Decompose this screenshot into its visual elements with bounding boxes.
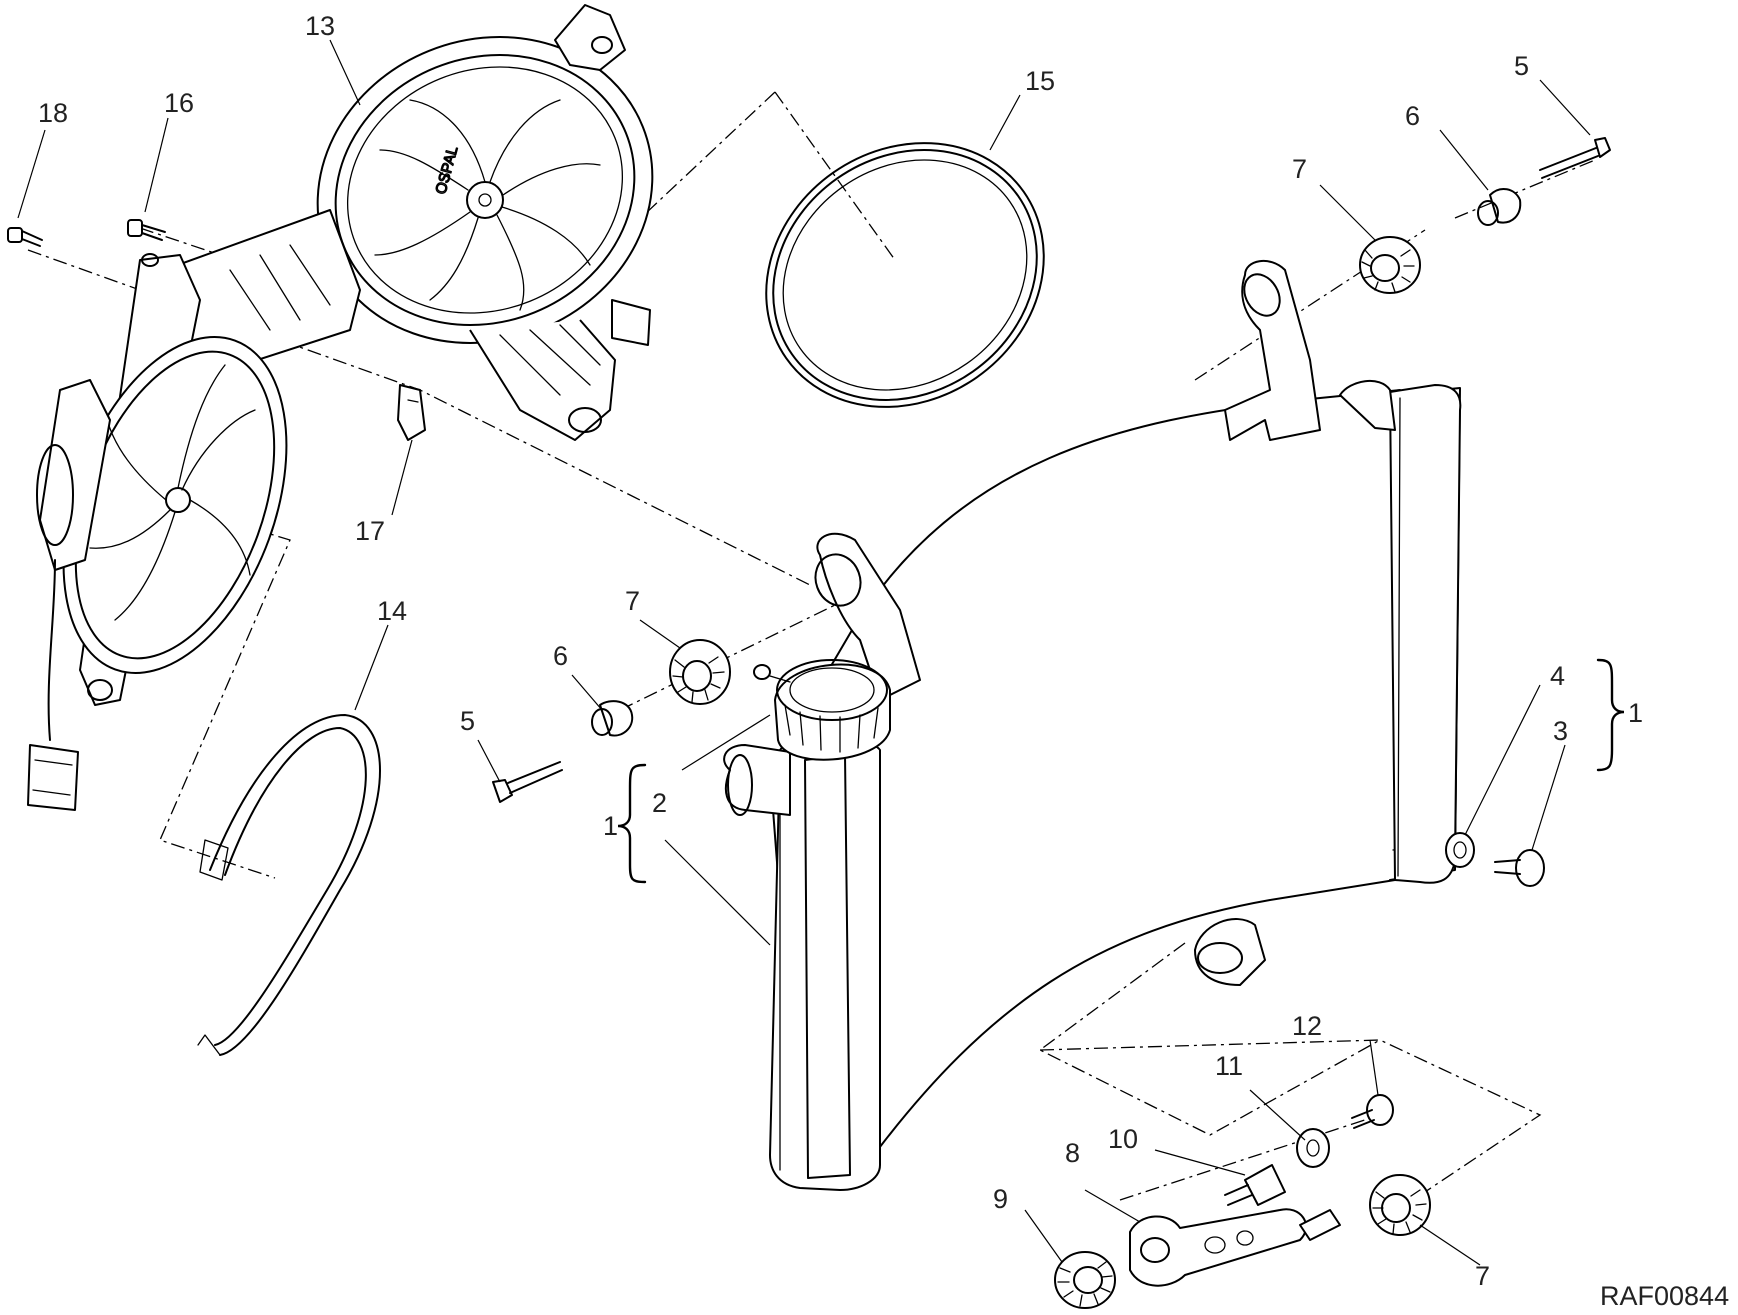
left-fan-assembly xyxy=(27,253,288,811)
callout-5-left: 5 xyxy=(460,706,475,736)
seal-ring-15 xyxy=(765,142,1045,408)
callout-6-upper: 6 xyxy=(1405,101,1420,131)
callout-15: 15 xyxy=(1025,66,1055,96)
screw-18 xyxy=(7,227,43,247)
callout-8: 8 xyxy=(1065,1138,1080,1168)
callout-14: 14 xyxy=(377,596,407,626)
screw-16 xyxy=(127,219,166,241)
callout-2: 2 xyxy=(652,788,667,818)
callout-13: 13 xyxy=(305,11,335,41)
link-plate-8 xyxy=(1129,1208,1341,1287)
callout-4: 4 xyxy=(1550,661,1565,691)
callout-7-lower: 7 xyxy=(1475,1261,1490,1291)
callout-7-left: 7 xyxy=(625,586,640,616)
spacer-10 xyxy=(1224,1164,1286,1206)
callout-6-left: 6 xyxy=(553,641,568,671)
bolt-5-upper xyxy=(1539,137,1611,179)
bolt-5-left xyxy=(492,761,563,803)
callout-7-upper: 7 xyxy=(1292,154,1307,184)
washer-6-left xyxy=(591,700,634,737)
washer-11 xyxy=(1296,1128,1330,1168)
callout-3: 3 xyxy=(1553,716,1568,746)
callout-11: 11 xyxy=(1215,1051,1243,1081)
screw-12 xyxy=(1351,1094,1394,1129)
assembly-lines xyxy=(27,91,1596,1213)
brace-left xyxy=(617,763,647,884)
callout-10: 10 xyxy=(1108,1124,1138,1154)
grommet-9 xyxy=(1054,1251,1116,1309)
callout-1-right: 1 xyxy=(1628,698,1643,728)
washer-4 xyxy=(1445,832,1475,868)
reference-code: RAF00844 xyxy=(1600,1281,1729,1311)
callout-labels: 13 18 16 15 5 6 7 17 14 7 6 5 2 1 4 3 1 … xyxy=(38,11,1643,1291)
callout-1-left: 1 xyxy=(603,811,618,841)
callout-12: 12 xyxy=(1292,1011,1322,1041)
callout-18: 18 xyxy=(38,98,68,128)
leader-lines xyxy=(17,39,1591,1266)
clip-17 xyxy=(397,384,426,441)
seal-strip-14 xyxy=(197,714,381,1056)
callout-17: 17 xyxy=(355,516,385,546)
upper-fan-blades xyxy=(374,99,601,311)
grommet-7-left xyxy=(669,639,731,705)
brace-right xyxy=(1596,658,1625,772)
grommet-7-lower xyxy=(1369,1174,1431,1236)
washer-6-upper xyxy=(1477,188,1522,226)
radiator xyxy=(723,260,1462,1191)
callout-9: 9 xyxy=(993,1184,1008,1214)
callout-5-upper: 5 xyxy=(1514,51,1529,81)
screw-3 xyxy=(1494,849,1545,887)
grommet-7-upper xyxy=(1359,236,1421,294)
callout-16: 16 xyxy=(164,88,194,118)
